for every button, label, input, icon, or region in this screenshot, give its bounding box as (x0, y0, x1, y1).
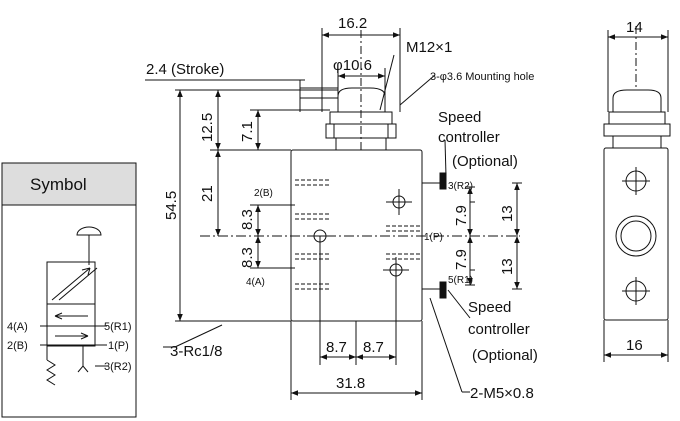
dim-8-3-lower: 8.3 (239, 247, 256, 268)
port-2b: 2(B) (254, 188, 273, 199)
side-view (603, 26, 671, 362)
dim-8-7-right: 8.7 (363, 339, 384, 356)
valve-symbol (40, 226, 107, 386)
dim-21: 21 (199, 185, 216, 202)
dim-8-3-upper: 8.3 (239, 209, 256, 230)
side-dim-14: 14 (626, 19, 643, 36)
dim-12-5: 12.5 (199, 113, 216, 142)
port-3r2: 3(R2) (448, 181, 473, 192)
speed-bottom-line2: controller (468, 321, 530, 338)
symbol-header (2, 163, 136, 205)
symbol-port-2: 2(B) (7, 340, 28, 352)
side-dim-16: 16 (626, 337, 643, 354)
dim-7-9-lower: 7.9 (453, 249, 470, 270)
port-rc-label: 3-Rc1/8 (170, 343, 223, 360)
port-4a: 4(A) (246, 277, 265, 288)
symbol-port-4: 4(A) (7, 321, 28, 333)
dim-stroke: 2.4 (Stroke) (146, 61, 224, 78)
dim-total: 54.5 (163, 191, 180, 220)
port-1p: 1(P) (424, 232, 443, 243)
dim-top-width: 16.2 (338, 15, 367, 32)
speed-bottom-line1: Speed (468, 299, 511, 316)
symbol-port-5: 5(R1) (104, 321, 132, 333)
symbol-port-1: 1(P) (108, 340, 129, 352)
dim-7-9-upper: 7.9 (453, 205, 470, 226)
dim-diameter: φ10.6 (333, 57, 372, 74)
dim-13-lower: 13 (499, 258, 516, 275)
symbol-port-3: 3(R2) (104, 361, 132, 373)
port-m5-label: 2-M5×0.8 (470, 385, 534, 402)
dim-mounting-hole: 3-φ3.6 Mounting hole (430, 71, 534, 83)
symbol-panel (1, 162, 137, 418)
speed-top-line2: controller (438, 129, 500, 146)
dim-8-7-left: 8.7 (326, 339, 347, 356)
port-5r1: 5(R1) (448, 275, 473, 286)
dimension-lines (145, 28, 522, 400)
speed-top-line1: Speed (438, 109, 481, 126)
dim-13-upper: 13 (499, 205, 516, 222)
valve-body (200, 30, 520, 322)
dim-7-1: 7.1 (239, 121, 256, 142)
speed-bottom-line3: (Optional) (472, 347, 538, 364)
dim-thread: M12×1 (406, 39, 452, 56)
dim-31-8: 31.8 (336, 375, 365, 392)
symbol-title: Symbol (30, 175, 87, 194)
speed-top-line3: (Optional) (452, 153, 518, 170)
